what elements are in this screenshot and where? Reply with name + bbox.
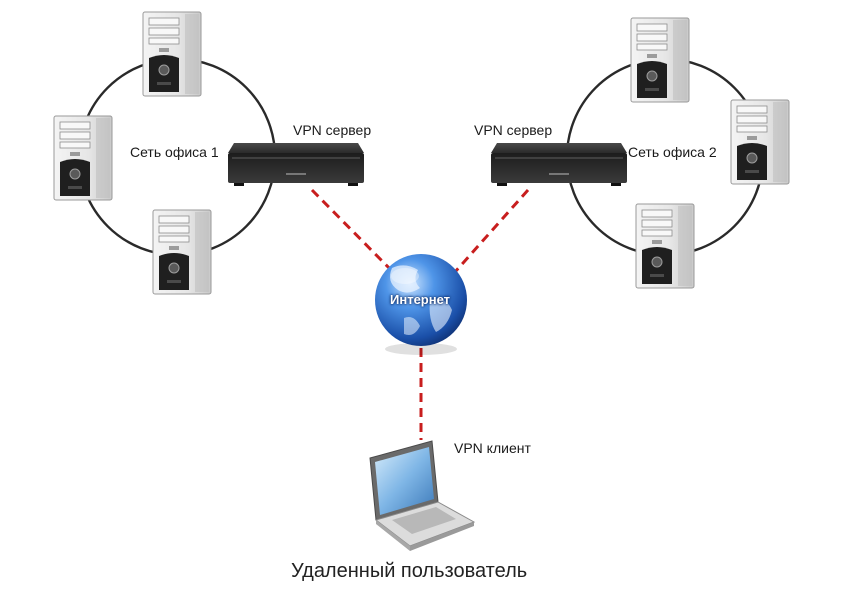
office1-label: Сеть офиса 1: [130, 144, 219, 160]
office1-pc-bottom: [152, 209, 212, 295]
office1-pc-left: [53, 115, 113, 201]
remote-user-caption: Удаленный пользователь: [291, 560, 528, 582]
client-label: VPN клиент: [454, 440, 531, 456]
office2-pc-right: [730, 99, 790, 185]
office2-pc-top: [630, 17, 690, 103]
office2-label: Сеть офиса 2: [628, 144, 717, 160]
link-office1-internet: [310, 188, 395, 274]
office2-router-icon: [491, 143, 627, 186]
office1-pc-top: [142, 11, 202, 97]
office1-router-icon: [228, 143, 364, 186]
office2-server-label: VPN сервер: [474, 122, 553, 138]
link-office2-internet: [453, 189, 530, 273]
client-laptop-icon: [369, 440, 476, 551]
office2-pc-bottom: [635, 203, 695, 289]
internet-label: Интернет: [390, 292, 451, 307]
internet-globe-icon: [375, 254, 467, 355]
office1-server-label: VPN сервер: [293, 122, 372, 138]
